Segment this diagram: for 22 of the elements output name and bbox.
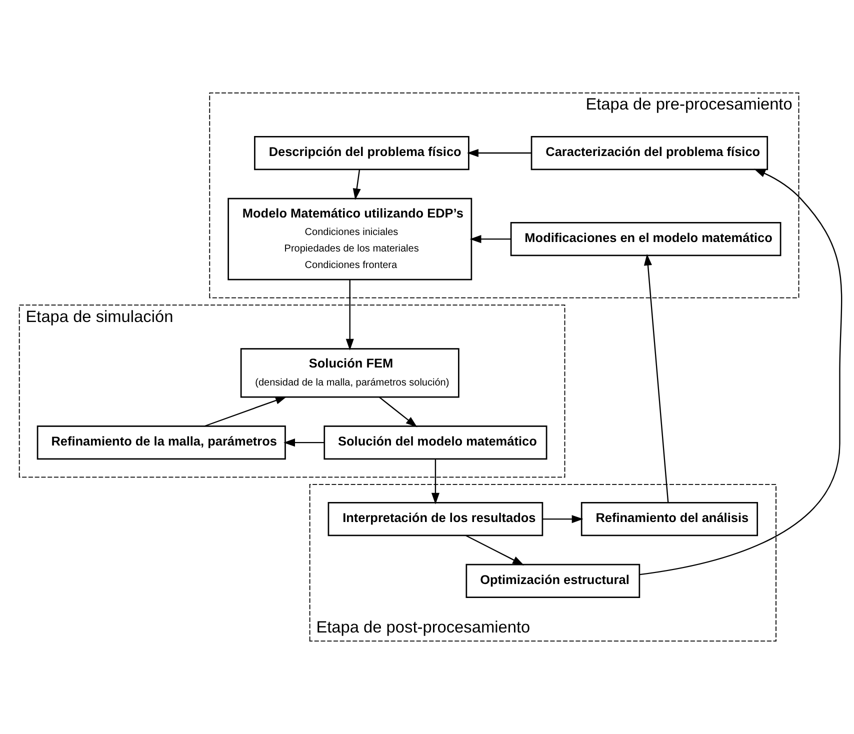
arrow [204,396,287,427]
arrow [466,149,532,158]
node-box: Modelo Matemático utilizando EDP’s Condiciones iniciales Propiedades de los materiales Condiciones frontera [228,198,472,280]
node-box: Refinamiento de la malla, parámetros [36,426,286,460]
node-box: Descripción del problema físico [254,136,470,170]
arrow [378,396,418,428]
arrow [431,459,440,504]
node-box: Solución FEM (densidad de la malla, parámetros solución) [240,348,460,398]
arrow [466,535,524,566]
arrow [346,280,354,350]
arrow [470,235,512,244]
node-box: Solución del modelo matemático [324,426,548,460]
arrow [644,254,669,503]
arrow [640,168,842,576]
node-box: Optimización estructural [466,564,640,598]
node-box: Modificaciones en el modelo matemático [510,222,782,256]
node-box: Refinamiento del análisis [580,502,758,536]
arrow [352,170,361,200]
arrow [284,438,324,447]
arrow [542,515,584,524]
node-box: Interpretación de los resultados [328,502,544,536]
node-box: Caracterización del problema físico [530,136,768,170]
